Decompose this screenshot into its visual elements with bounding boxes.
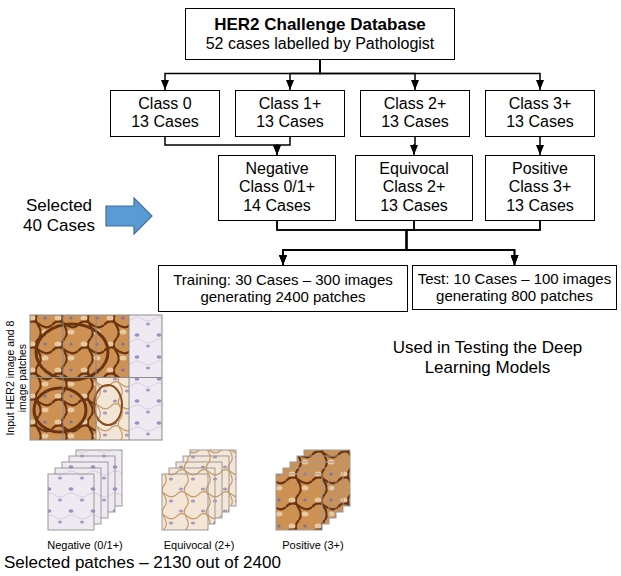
connector-arrow: [283, 221, 414, 265]
connector-arrow: [407, 221, 541, 265]
process-box: PositiveClass 3+13 Cases: [485, 155, 595, 221]
box-text: Class 0: [115, 95, 215, 113]
box-text: 13 Cases: [360, 197, 468, 215]
connector-arrow: [277, 137, 290, 155]
test-note: Used in Testing the Deep Learning Models: [375, 338, 600, 377]
box-text: Class 0/1+: [223, 178, 331, 196]
box-text: 13 Cases: [490, 113, 590, 131]
box-text: 14 Cases: [223, 197, 331, 215]
image-caption: Input HER2 image and 8 image patches: [4, 316, 28, 441]
selection-note: Selected 40 Cases: [16, 196, 102, 235]
box-text: Class 3+: [490, 95, 590, 113]
class-label: Equivocal (2+): [144, 539, 254, 552]
connector-arrow: [320, 60, 415, 90]
input-image: [30, 315, 162, 440]
connector-arrow: [277, 221, 407, 265]
class-label: Positive (3+): [258, 539, 368, 552]
box-text: 52 cases labelled by Pathologist: [192, 35, 448, 53]
box-text: Training: 30 Cases – 300 images generati…: [164, 271, 402, 306]
connector-arrow: [414, 137, 415, 155]
process-box: NegativeClass 0/1+14 Cases: [218, 155, 336, 221]
box-text: Class 1+: [240, 95, 340, 113]
process-box: HER2 Challenge Database52 cases labelled…: [185, 8, 455, 60]
connector-arrow: [320, 60, 540, 90]
box-text: Class 2+: [365, 95, 465, 113]
negative-patch-stack: [48, 450, 122, 530]
box-text: 13 Cases: [490, 197, 590, 215]
process-box: Class 3+13 Cases: [485, 90, 595, 137]
box-text: Class 2+: [360, 178, 468, 196]
box-text: Equivocal: [360, 160, 468, 178]
connector-arrow: [539, 137, 541, 155]
connector-arrow: [277, 221, 515, 265]
connector-arrow: [165, 60, 320, 90]
box-text: Class 3+: [490, 178, 590, 196]
process-box: Test: 10 Cases – 100 images generating 8…: [412, 265, 617, 310]
process-box: EquivocalClass 2+13 Cases: [355, 155, 473, 221]
box-heading: HER2 Challenge Database: [192, 15, 448, 35]
box-text: 13 Cases: [115, 113, 215, 131]
box-text: Positive: [490, 160, 590, 178]
box-text: Test: 10 Cases – 100 images generating 8…: [417, 270, 612, 305]
process-box: Class 1+13 Cases: [235, 90, 345, 137]
positive-patch-stack: [276, 450, 350, 530]
connector-arrow: [283, 221, 540, 265]
box-text: 13 Cases: [365, 113, 465, 131]
process-box: Class 013 Cases: [110, 90, 220, 137]
equivocal-patch-stack: [162, 450, 236, 530]
process-box: Training: 30 Cases – 300 images generati…: [158, 265, 408, 312]
class-label: Negative (0/1+): [30, 539, 140, 552]
connector-arrow: [290, 60, 320, 90]
caption-note: Selected patches – 2130 out of 2400: [4, 553, 281, 573]
connector-arrow: [165, 137, 277, 155]
connector-arrow: [407, 221, 515, 265]
box-text: Negative: [223, 160, 331, 178]
box-text: 13 Cases: [240, 113, 340, 131]
selection-arrow: [106, 198, 152, 234]
process-box: Class 2+13 Cases: [360, 90, 470, 137]
